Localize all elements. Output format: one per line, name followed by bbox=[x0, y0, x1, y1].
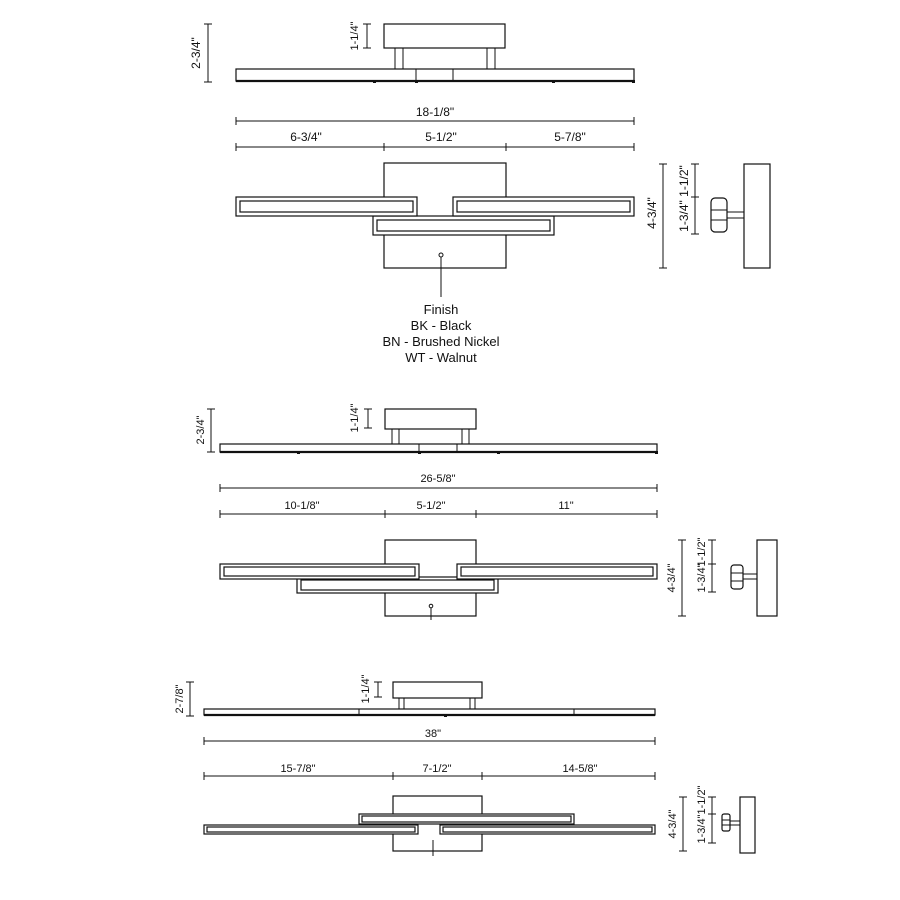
fixture-2-side-profile bbox=[730, 539, 778, 617]
fixture-1: 2-3/4" 1-1/4" 18-1/8" 6-3/4" 5-1/2" 5-7/… bbox=[189, 21, 771, 297]
fixture-3-seg-right-label: 14-5/8" bbox=[562, 763, 597, 775]
fixture-2-canopy-depth-label: 1-1/4" bbox=[349, 403, 361, 432]
finish-title: Finish bbox=[424, 302, 459, 317]
fixture-1-overall-width-label: 18-1/8" bbox=[416, 105, 454, 119]
fixture-3-seg-left-label: 15-7/8" bbox=[280, 763, 315, 775]
fixture-2-side-height-dim: 2-3/4" bbox=[195, 408, 215, 453]
fixture-1-seg-right-label: 5-7/8" bbox=[554, 130, 586, 144]
fixture-2-overall-width-label: 26-5/8" bbox=[420, 473, 455, 485]
fixture-2-top-view bbox=[219, 408, 658, 454]
fixture-2-seg-left-label: 10-1/8" bbox=[284, 500, 319, 512]
fixture-2-side-height-label: 2-3/4" bbox=[195, 415, 207, 444]
fixture-3-height-label: 4-3/4" bbox=[667, 809, 679, 838]
fixture-1-canopy-depth-dim: 1-1/4" bbox=[349, 21, 371, 50]
fixture-2-segment-dims: 10-1/8" 5-1/2" 11" bbox=[219, 500, 658, 518]
fixture-2-bar-offset-label: 1-3/4" bbox=[696, 563, 708, 592]
fixture-1-height-label: 4-3/4" bbox=[645, 197, 659, 229]
fixture-1-seg-mid-label: 5-1/2" bbox=[425, 130, 457, 144]
fixture-3-canopy-depth-label: 1-1/4" bbox=[360, 674, 372, 703]
fixture-2-canopy-offset-label: 1-1/2" bbox=[696, 537, 708, 566]
fixture-1-seg-left-label: 6-3/4" bbox=[290, 130, 322, 144]
fixture-2-overall-width-dim: 26-5/8" bbox=[219, 473, 658, 492]
fixture-1-bar-offset-label: 1-3/4" bbox=[677, 200, 691, 232]
finish-option-black: BK - Black bbox=[411, 318, 472, 333]
fixture-1-side-height-dim: 2-3/4" bbox=[189, 23, 212, 83]
fixture-1-side-profile bbox=[710, 163, 771, 269]
fixture-3-bar-offset-label: 1-3/4" bbox=[696, 814, 708, 843]
fixture-1-overall-width-dim: 18-1/8" bbox=[235, 105, 635, 125]
fixture-3-side-height-dim: 2-7/8" bbox=[174, 681, 194, 717]
fixture-1-height-dims: 4-3/4" 1-1/2" 1-3/4" bbox=[645, 163, 699, 269]
fixture-1-canopy-offset-label: 1-1/2" bbox=[677, 165, 691, 197]
fixture-1-segment-dims: 6-3/4" 5-1/2" 5-7/8" bbox=[235, 130, 635, 151]
fixture-2-height-label: 4-3/4" bbox=[666, 563, 678, 592]
fixture-2: 2-3/4" 1-1/4" 26-5/8" 10-1/8" 5-1/2" 11" bbox=[195, 403, 778, 620]
fixture-3-top-view bbox=[203, 681, 656, 717]
fixture-3: 2-7/8" 1-1/4" 38" 15-7/8" 7-1/2" 14-5/8" bbox=[174, 674, 756, 856]
fixture-3-seg-mid-label: 7-1/2" bbox=[423, 763, 452, 775]
fixture-3-side-profile bbox=[721, 796, 756, 854]
fixture-3-segment-dims: 15-7/8" 7-1/2" 14-5/8" bbox=[203, 763, 656, 780]
fixture-3-canopy-depth-dim: 1-1/4" bbox=[360, 674, 382, 703]
fixture-1-front-view bbox=[235, 162, 635, 297]
fixture-3-height-dims: 4-3/4" 1-1/2" 1-3/4" bbox=[667, 785, 716, 852]
finish-note: Finish BK - Black BN - Brushed Nickel WT… bbox=[382, 302, 499, 365]
fixture-3-canopy-offset-label: 1-1/2" bbox=[696, 785, 708, 814]
finish-option-walnut: WT - Walnut bbox=[405, 350, 477, 365]
fixture-3-overall-width-dim: 38" bbox=[203, 728, 656, 745]
fixture-2-seg-right-label: 11" bbox=[558, 500, 573, 512]
fixture-1-top-view bbox=[235, 23, 635, 83]
fixture-3-overall-width-label: 38" bbox=[425, 728, 441, 740]
fixture-2-height-dims: 4-3/4" 1-1/2" 1-3/4" bbox=[666, 537, 716, 617]
fixture-2-front-view bbox=[219, 539, 658, 620]
fixture-2-canopy-depth-dim: 1-1/4" bbox=[349, 403, 372, 432]
finish-option-brushed-nickel: BN - Brushed Nickel bbox=[382, 334, 499, 349]
fixture-3-side-height-label: 2-7/8" bbox=[174, 684, 186, 713]
fixture-1-canopy-depth-label: 1-1/4" bbox=[349, 21, 361, 50]
fixture-2-seg-mid-label: 5-1/2" bbox=[417, 500, 446, 512]
fixture-1-side-height-label: 2-3/4" bbox=[189, 37, 203, 69]
fixture-3-front-view bbox=[203, 795, 656, 856]
